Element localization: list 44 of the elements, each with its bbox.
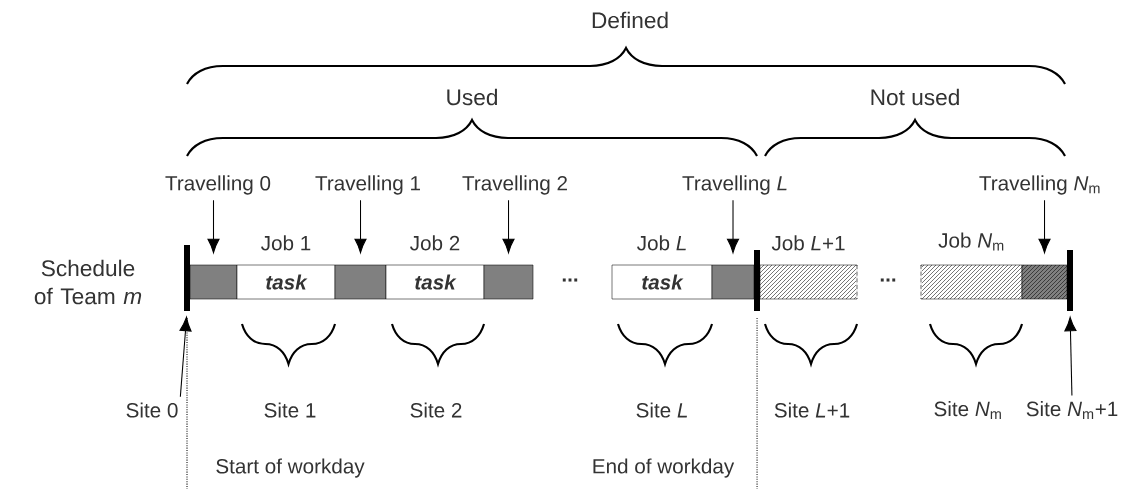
ellipsis: ... [880, 278, 896, 282]
end-bar [1067, 250, 1073, 311]
text-label: Travelling L [682, 175, 787, 195]
site-label: Site N$_{m}$ [934, 401, 1001, 419]
row-label: Schedule of Team m [34, 259, 142, 305]
task-box: task [611, 264, 713, 300]
text-label: Travelling 2 [462, 175, 567, 195]
travel-box [711, 264, 755, 300]
text-label: Travelling 1 [315, 175, 420, 195]
arrow [354, 199, 367, 254]
site-label: Site L+1 [774, 402, 850, 418]
job-label: Job L+1 [771, 235, 845, 251]
heading: Defined [592, 11, 668, 29]
text-label: Travelling N$_{m}$ [979, 175, 1100, 195]
group-label: Not used [871, 88, 959, 106]
site-label: Site 1 [264, 402, 316, 418]
arrow [726, 199, 740, 254]
text-label: Site 0 [126, 402, 178, 418]
hatched-box [759, 264, 858, 300]
text-label: Site N$_{m}$+1 [1026, 401, 1118, 419]
hatched-box [1021, 264, 1068, 300]
note-text: Start of workday [216, 458, 365, 478]
travel-box [334, 264, 387, 300]
arrow [502, 199, 515, 254]
task-box: task [385, 264, 485, 300]
travel-box [483, 264, 534, 300]
ellipsis: ... [562, 278, 578, 282]
group-label: Used [447, 88, 497, 106]
arrow [1064, 316, 1077, 396]
arrow [179, 316, 192, 398]
task-box: task [236, 264, 336, 300]
job-label: Job N$_{m}$ [938, 232, 1004, 251]
job-label: Job 2 [410, 235, 460, 251]
site-label: Site L [636, 402, 687, 418]
end-bar [184, 245, 190, 311]
travel-box [189, 264, 238, 300]
job-label: Job 1 [261, 235, 311, 251]
site-label: Site 2 [410, 402, 462, 418]
arrow [1038, 199, 1051, 254]
arrow [207, 199, 220, 254]
note-text: End of workday [593, 458, 735, 478]
job-label: Job L [637, 235, 686, 251]
text-label: Travelling 0 [165, 175, 271, 195]
end-bar [754, 250, 760, 311]
